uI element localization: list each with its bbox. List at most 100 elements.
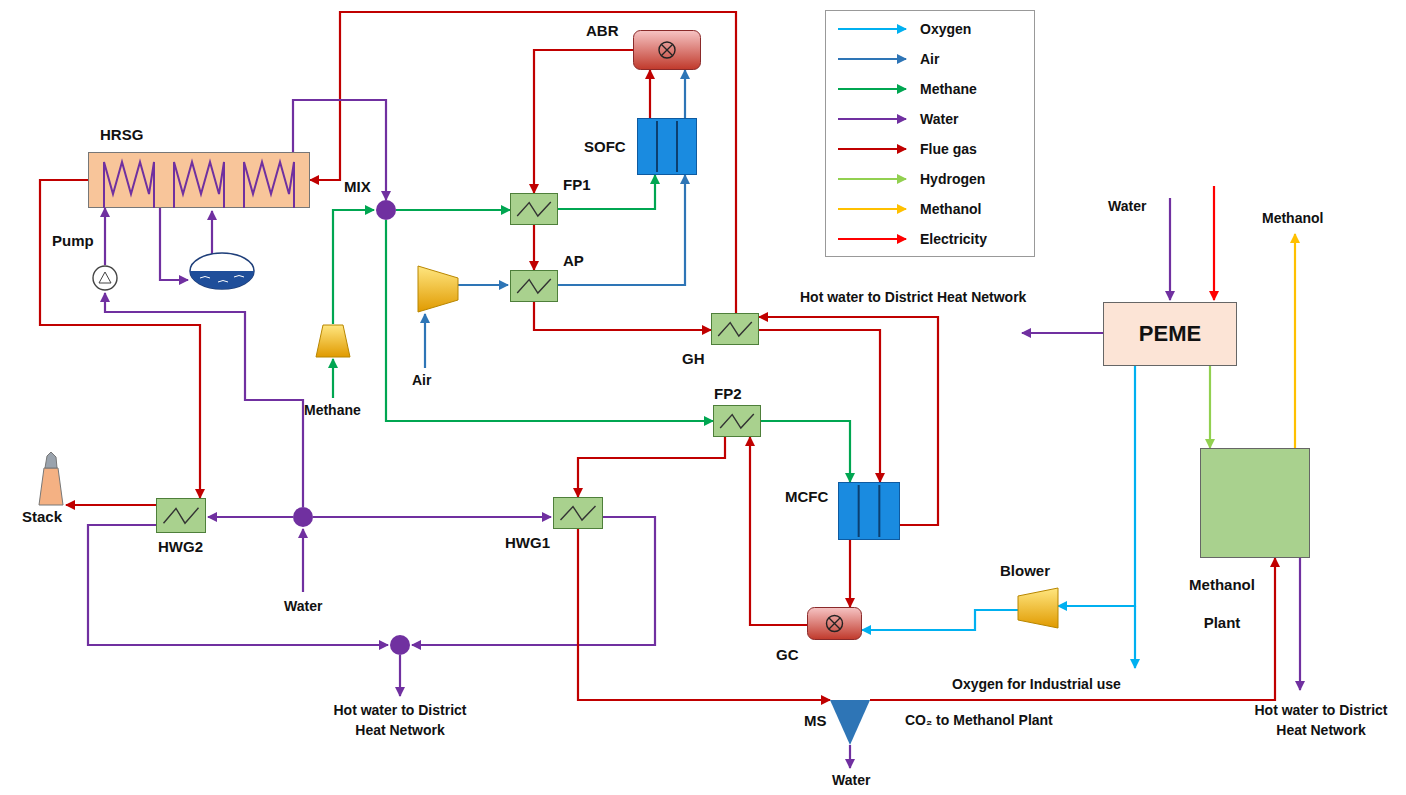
water-inlet-line [1169,198,1171,300]
exchanger-symbol [517,279,551,293]
heating-coil [104,162,154,208]
cell-node: SOFC [637,118,697,175]
legend-row: Hydrogen [826,167,1034,191]
legend-text: Water [920,110,958,128]
cell-separator [858,485,860,537]
burner-symbol [827,616,843,632]
burner-node: ABR [633,30,701,70]
peme-node: PEME [1103,302,1237,366]
pump-symbol [99,272,111,283]
component-label: HRSG [100,126,143,144]
burner-symbol [659,42,675,58]
legend-arrow [838,88,906,90]
legend-sample [826,137,912,161]
exchanger-symbol [718,322,752,336]
stream-connector [1058,366,1135,606]
heat-exchanger [511,194,558,225]
cell-separator [656,121,658,172]
exchanger-symbol [517,202,551,216]
stream-connector [533,225,535,270]
cell-node: MCFC [838,482,900,540]
fuel-cell [839,483,900,540]
steam-line [211,211,213,255]
legend-arrow [838,238,906,240]
stream-label: Water [1108,196,1146,216]
legend-sample [826,107,912,131]
stream-label: Hot water to District Heat Network [320,700,480,740]
legend-box: OxygenAirMethaneWaterFlue gasHydrogenMet… [825,10,1035,257]
component-label: GC [776,646,799,664]
hx-node: GH [711,313,759,345]
stream-connector [649,70,651,118]
component-label: FP1 [563,176,591,194]
stream-connector [578,437,725,497]
pump-symbol [93,266,117,290]
electricity-line [1213,186,1215,300]
component-label: AP [563,252,584,270]
legend-text: Air [920,50,939,68]
methane-compressor [316,325,350,357]
legend-arrow [838,178,906,180]
pump-node: Pump [92,265,118,291]
node-shape [1200,448,1310,558]
node-shape [713,405,761,437]
burner [808,608,862,640]
methane-line [333,210,374,324]
stream-label: CO₂ to Methanol Plant [905,710,1053,730]
exchanger-symbol [164,508,199,523]
stream-connector [684,70,686,118]
stream-connector [759,330,880,482]
plant-node: Methanol Plant [1200,448,1310,558]
air-line [458,284,508,286]
component-label: HWG2 [158,538,203,556]
hx-node: HWG1 [553,497,603,529]
stream-connector [104,208,106,265]
water-outlet-line [1022,332,1103,334]
chimney-top [45,452,57,468]
node-shape [510,193,558,225]
mixer-dot [376,200,396,220]
stream-connector [66,504,156,506]
heating-coil [244,162,294,208]
stream-connector [40,180,200,498]
legend-text: Hydrogen [920,170,985,188]
methane-inlet-line [332,359,334,398]
stream-connector [396,209,510,211]
steam-drum [190,253,254,289]
legend-row: Air [826,47,1034,71]
plant-box [1201,449,1310,558]
legend-sample [826,197,912,221]
legend-text: Electricity [920,230,987,248]
oxygen-line [1134,606,1136,668]
legend-row: Methane [826,77,1034,101]
water-splitter [293,507,313,527]
water-inlet-line [302,529,304,592]
legend-row: Water [826,107,1034,131]
node-shape [637,118,697,175]
chimney [39,468,63,505]
hx-node: FP1 [510,193,558,225]
node-shape [92,265,118,291]
legend-arrow [838,28,906,30]
stream-connector [558,175,655,209]
node-shape [1018,588,1058,628]
heating-coil [174,162,224,208]
legend-text: Flue gas [920,140,977,158]
node-shape [553,497,603,529]
hx-node: AP [510,270,558,302]
stream-connector [534,50,633,193]
component-label: GH [682,350,705,368]
methanol-line [1294,234,1296,448]
hot-water-line [412,517,655,645]
component-label: SOFC [584,138,626,156]
legend-text: Methanol [920,200,981,218]
heat-exchanger [157,499,206,533]
hrsg-node: HRSG [88,152,310,208]
component-label: MCFC [785,488,828,506]
separator-symbol [830,700,870,745]
hot-water-line [88,525,388,645]
water-line [313,516,551,518]
node-shape [807,607,862,640]
